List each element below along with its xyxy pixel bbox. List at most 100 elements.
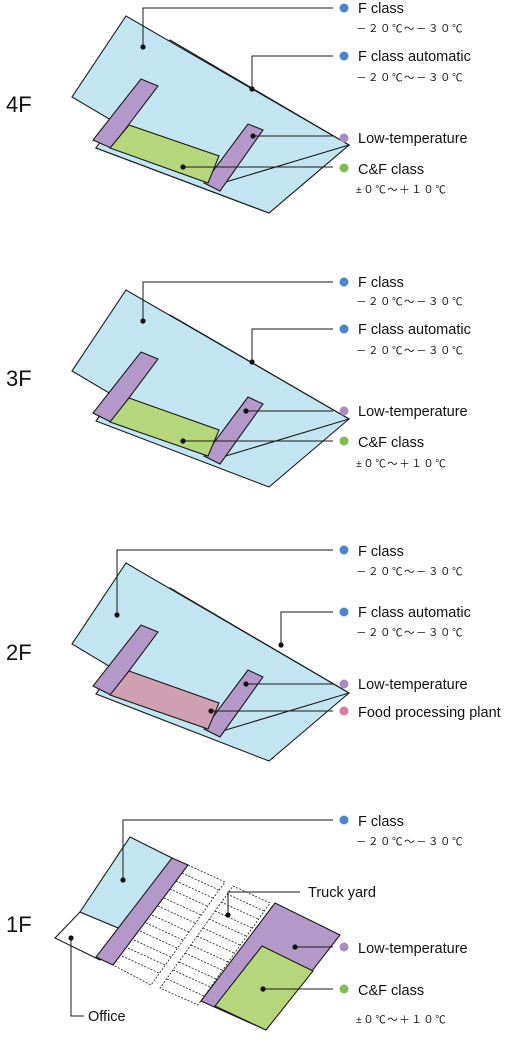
floor-label-1f: 1F (6, 912, 32, 937)
legend-dot-3f-low-temp (339, 406, 349, 416)
floor-2f: 2F F class －２０℃～－３０℃ F class automatic －… (6, 544, 501, 762)
leader-line (157, 905, 196, 924)
leader-line (181, 872, 220, 891)
leader-dot (180, 438, 186, 444)
leader-line (190, 944, 229, 963)
legend-2f-low-temp: Low-temperature (358, 677, 468, 693)
temp-2f-f-auto: －２０℃～－３０℃ (356, 627, 464, 639)
label-1f-truck-yard: Truck yard (308, 885, 376, 901)
legend-dot-1f-low-temp (339, 942, 349, 952)
temp-3f-cf: ±０℃～＋１０℃ (356, 458, 447, 470)
label-1f-office: Office (88, 1009, 126, 1025)
leader-line (121, 955, 160, 974)
truck-bays-left (112, 864, 226, 986)
leaders-4f (140, 7, 333, 170)
leader-dot (249, 86, 255, 92)
leader-line (151, 914, 190, 933)
leader-line (226, 893, 265, 912)
leader-dot (140, 44, 146, 50)
leader-line (280, 611, 333, 645)
leader-line (251, 328, 333, 362)
leader-dot (120, 877, 126, 883)
temp-4f-f-auto: －２０℃～－３０℃ (356, 72, 464, 84)
legend-dot-3f-f-auto (339, 324, 349, 334)
legend-4f-f-auto: F class automatic (358, 49, 471, 65)
leader-4f-f-auto (251, 55, 333, 89)
temp-4f-cf: ±０℃～＋１０℃ (356, 184, 447, 196)
legend-4f-cf: C&F class (358, 162, 424, 178)
leader-dot (249, 359, 255, 365)
zone-2f-low-temp-right (203, 669, 264, 738)
legend-dot-3f-f-class (339, 277, 349, 287)
legend-1f-f-class: F class (358, 814, 404, 830)
leader-dot (243, 681, 249, 687)
legend-3f: F class －２０℃～－３０℃ F class automatic －２０℃… (339, 275, 471, 470)
legend-4f-low-temp: Low-temperature (358, 131, 468, 147)
legend-dot-2f-food-plant (339, 706, 349, 716)
legend-3f-low-temp: Low-temperature (358, 404, 468, 420)
leader-dot (292, 944, 298, 950)
leader-line (208, 918, 247, 937)
leader-dot (68, 935, 74, 941)
leader-line (122, 819, 333, 880)
legend-dot-4f-f-class (339, 3, 349, 13)
floor-4f: 4F F class －２０℃～－３０℃ F class automatic －… (6, 1, 471, 214)
zone-2f-food-plant (109, 670, 220, 730)
leader-line (169, 888, 208, 907)
floor-1f: 1F (6, 814, 468, 1031)
leaders-1f (68, 819, 333, 1017)
legend-dot-2f-f-class (339, 545, 349, 555)
floor-label-2f: 2F (6, 640, 32, 665)
leader-line (70, 938, 84, 1017)
leader-line (139, 930, 178, 949)
legend-4f: F class －２０℃～－３０℃ F class automatic －２０℃… (339, 1, 471, 196)
leader-dot (243, 408, 249, 414)
floor-label-3f: 3F (6, 366, 32, 391)
legend-dot-2f-f-auto (339, 607, 349, 617)
legend-3f-f-class: F class (358, 275, 404, 291)
leader-line (178, 961, 217, 980)
leader-dot (250, 133, 256, 139)
leader-dot (278, 642, 284, 648)
zone-4f-low-temp-right (203, 123, 264, 192)
zone-4f-cf-class (109, 124, 220, 184)
legend-dot-1f-cf (339, 984, 349, 994)
leader-line (127, 947, 166, 966)
legend-3f-cf: C&F class (358, 435, 424, 451)
temp-2f-f-class: －２０℃～－３０℃ (356, 566, 464, 578)
legend-dot-3f-cf (339, 436, 349, 446)
leader-line (133, 939, 172, 958)
leader-line (172, 969, 211, 988)
legend-3f-f-auto: F class automatic (358, 322, 471, 338)
temp-3f-f-auto: －２０℃～－３０℃ (356, 345, 464, 357)
leader-line (214, 910, 253, 929)
legend-dot-4f-low-temp (339, 133, 349, 143)
leader-line (175, 880, 214, 899)
temp-3f-f-class: －２０℃～－３０℃ (356, 296, 464, 308)
leader-dot (180, 164, 186, 170)
temp-1f-f-class: －２０℃～－３０℃ (356, 836, 464, 848)
leader-line (184, 952, 223, 971)
leader-dot (140, 318, 146, 324)
leaders-3f (140, 281, 333, 444)
leader-4f-f-class (142, 7, 333, 47)
legend-2f-f-auto: F class automatic (358, 605, 471, 621)
legend-1f: F class －２０℃～－３０℃ Truck yard Low-tempera… (88, 814, 468, 1026)
legend-4f-f-class: F class (358, 1, 404, 17)
legend-2f-f-class: F class (358, 544, 404, 560)
leader-dot (225, 912, 231, 918)
leader-dot (208, 708, 214, 714)
zone-3f-low-temp-right (203, 396, 264, 465)
legend-dot-4f-f-auto (339, 51, 349, 61)
floor-label-4f: 4F (6, 92, 32, 117)
truck-bays-right (159, 885, 271, 1006)
floor-3f: 3F F class －２０℃～－３０℃ F class automatic －… (6, 275, 471, 488)
leader-line (116, 549, 333, 615)
legend-1f-cf: C&F class (358, 983, 424, 999)
leader-dot (260, 986, 266, 992)
leader-line (145, 922, 184, 941)
temp-1f-cf: ±０℃～＋１０℃ (356, 1014, 447, 1026)
leader-line (202, 927, 241, 946)
leader-line (163, 897, 202, 916)
